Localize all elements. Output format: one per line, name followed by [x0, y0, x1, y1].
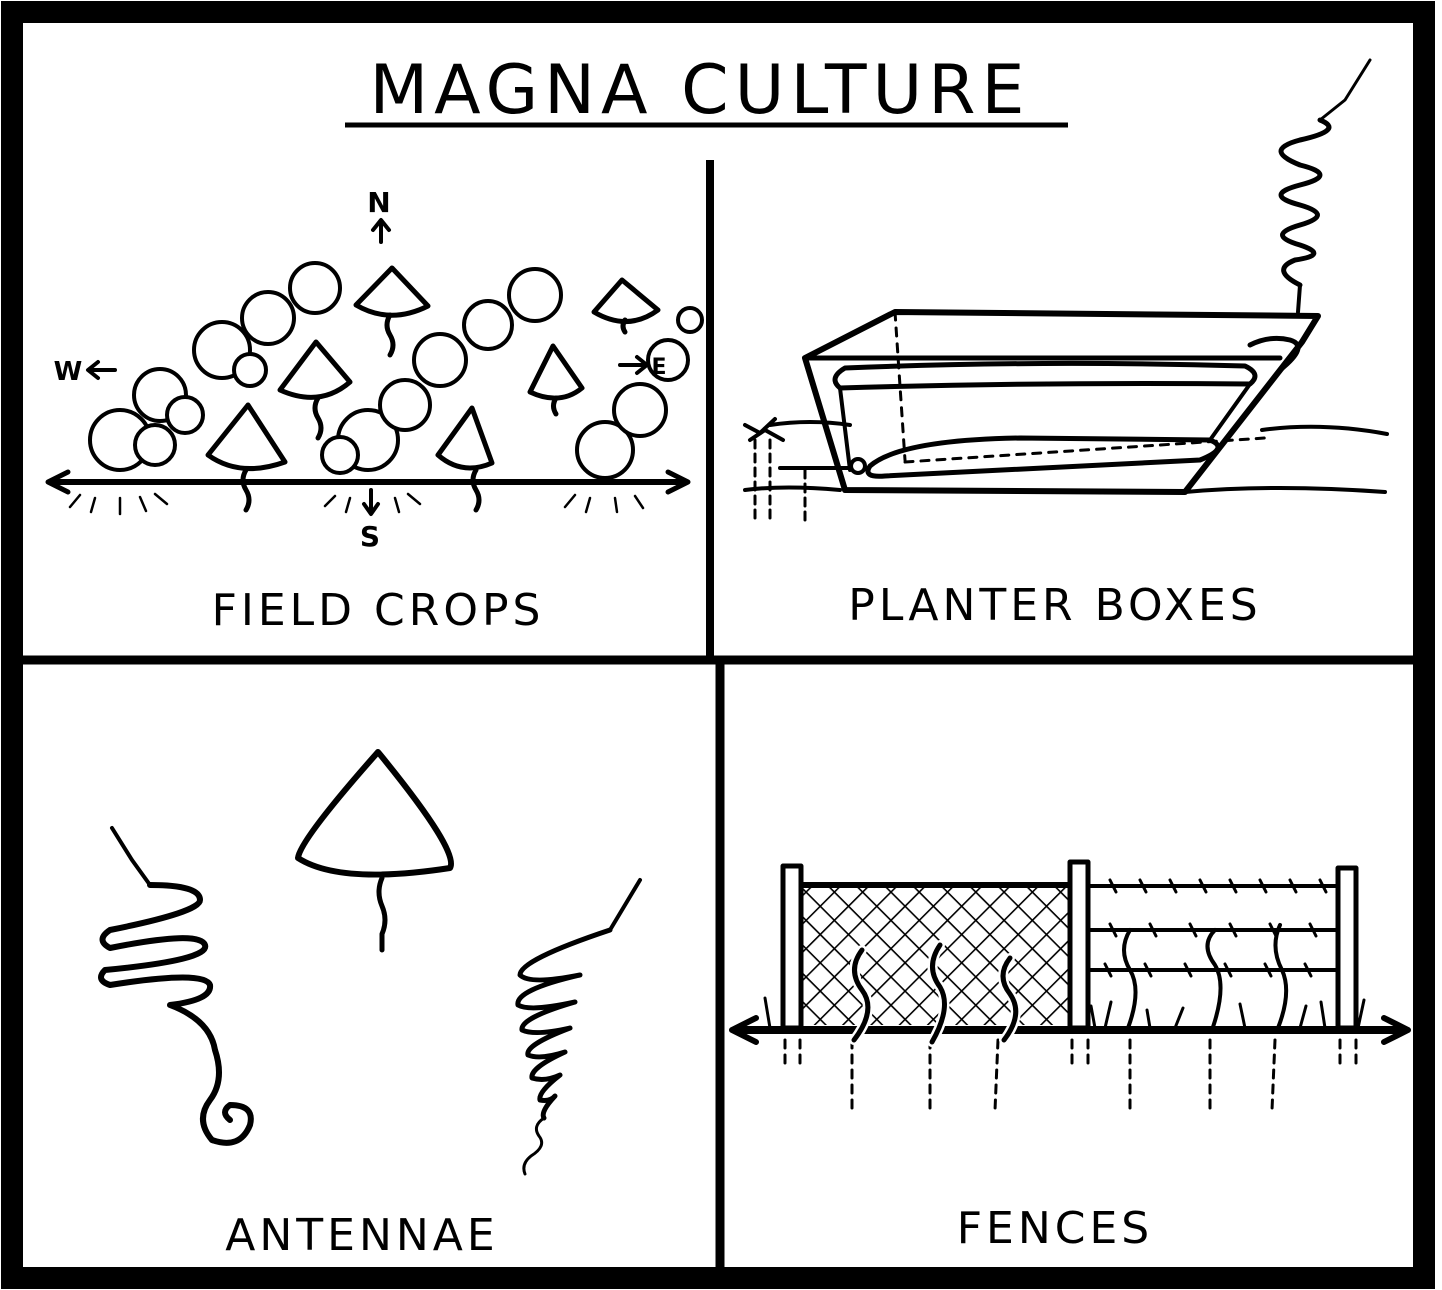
field-crops-label: FIELD CROPS — [212, 585, 545, 636]
page-title: MAGNA CULTURE — [370, 51, 1031, 130]
compass-south-label: S — [360, 520, 384, 553]
compass-west-label: W — [54, 357, 87, 387]
compass-east-label: E — [651, 355, 670, 380]
planter-boxes-label: PLANTER BOXES — [848, 580, 1261, 631]
compass-north-label: N — [367, 186, 394, 219]
antennae-label: ANTENNAE — [225, 1210, 498, 1261]
fences-label: FENCES — [957, 1203, 1153, 1254]
